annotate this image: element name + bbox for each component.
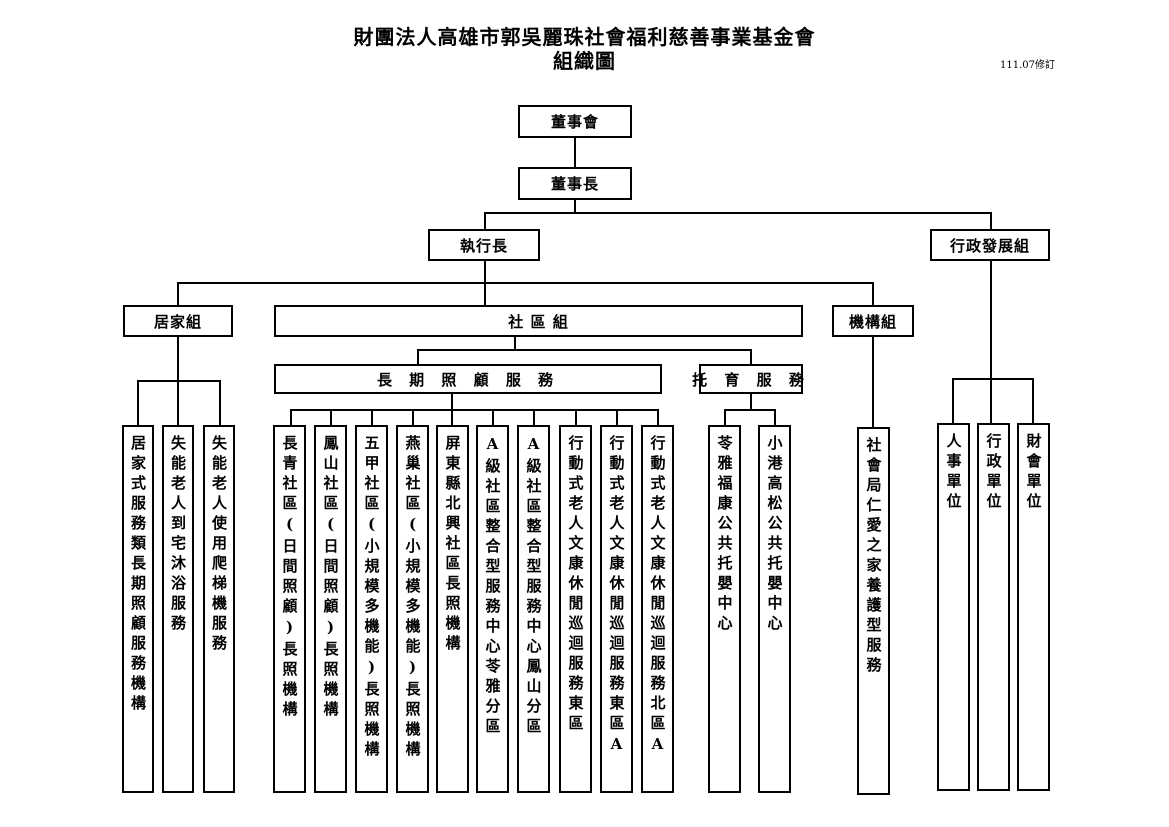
unit-box-ltc-10: 行動式老人文康休閒巡迴服務北區A <box>641 425 674 793</box>
unit-box-childcare-2: 小港高松公共托嬰中心 <box>758 425 791 793</box>
chairman-label: 董事長 <box>550 175 599 193</box>
unit-box-ltc-1: 長青社區(日間照顧)長照機構 <box>273 425 306 793</box>
unit-box-ltc-6: A級社區整合型服務中心苓雅分區 <box>476 425 509 793</box>
unit-label: 人事單位 <box>944 433 963 513</box>
board-box: 董事會 <box>518 105 632 138</box>
ceo-box: 執行長 <box>428 229 540 261</box>
unit-label: 失能老人使用爬梯機服務 <box>210 435 228 655</box>
community-group-box: 社 區 組 <box>274 305 803 337</box>
unit-label: 財會單位 <box>1024 433 1043 513</box>
home-group-box: 居家組 <box>123 305 233 337</box>
unit-label: 行動式老人文康休閒巡迴服務北區A <box>648 435 667 758</box>
unit-box-ltc-2: 鳳山社區(日間照顧)長照機構 <box>314 425 347 793</box>
unit-label: 鳳山社區(日間照顧)長照機構 <box>321 435 340 721</box>
unit-box-admin-3: 財會單位 <box>1017 423 1050 791</box>
unit-label: A級社區整合型服務中心苓雅分區 <box>483 435 502 738</box>
unit-label: 小港高松公共托嬰中心 <box>765 435 784 635</box>
unit-label: 行政單位 <box>984 433 1003 513</box>
org-subtitle: 組織圖 <box>553 49 616 73</box>
unit-label: 行動式老人文康休閒巡迴服務東區 <box>566 435 585 735</box>
unit-box-ltc-9: 行動式老人文康休閒巡迴服務東區A <box>600 425 633 793</box>
unit-label: 屏東縣北興社區長照機構 <box>443 435 462 655</box>
unit-label: 長青社區(日間照顧)長照機構 <box>280 435 299 721</box>
unit-box-home-2: 失能老人到宅沐浴服務 <box>162 425 194 793</box>
board-label: 董事會 <box>550 113 599 131</box>
community-group-label: 社 區 組 <box>508 312 569 331</box>
childcare-services-box: 托 育 服 務 <box>692 364 804 394</box>
unit-label: 苓雅福康公共托嬰中心 <box>715 435 734 635</box>
revision-note: 111.07修訂 <box>1000 60 1055 71</box>
unit-label: 失能老人到宅沐浴服務 <box>169 435 187 635</box>
institution-group-label: 機構組 <box>848 312 897 331</box>
home-group-label: 居家組 <box>153 312 202 331</box>
unit-label: 燕巢社區(小規模多機能)長照機構 <box>403 435 422 761</box>
unit-box-ltc-4: 燕巢社區(小規模多機能)長照機構 <box>396 425 429 793</box>
org-title: 財團法人高雄市郭吳麗珠社會福利慈善事業基金會 <box>353 25 816 49</box>
unit-box-ltc-7: A級社區整合型服務中心鳳山分區 <box>517 425 550 793</box>
admin-dev-group-box: 行政發展組 <box>930 229 1050 261</box>
childcare-services-label: 托 育 服 務 <box>692 370 810 389</box>
unit-label: 社會局仁愛之家養護型服務 <box>864 437 883 677</box>
admin-dev-group-label: 行政發展組 <box>949 236 1030 255</box>
unit-box-home-1: 居家式服務類長期照顧服務機構 <box>122 425 154 793</box>
unit-box-ltc-8: 行動式老人文康休閒巡迴服務東區 <box>559 425 592 793</box>
unit-label: 行動式老人文康休閒巡迴服務東區A <box>607 435 626 758</box>
unit-box-admin-1: 人事單位 <box>937 423 970 791</box>
unit-box-ltc-5: 屏東縣北興社區長照機構 <box>436 425 469 793</box>
unit-box-home-3: 失能老人使用爬梯機服務 <box>203 425 235 793</box>
chairman-box: 董事長 <box>518 167 632 200</box>
ltc-services-label: 長 期 照 顧 服 務 <box>376 370 560 389</box>
unit-label: A級社區整合型服務中心鳳山分區 <box>524 435 543 738</box>
institution-group-box: 機構組 <box>832 305 914 337</box>
unit-label: 五甲社區(小規模多機能)長照機構 <box>362 435 381 761</box>
unit-label: 居家式服務類長期照顧服務機構 <box>129 435 147 715</box>
unit-box-ltc-3: 五甲社區(小規模多機能)長照機構 <box>355 425 388 793</box>
ceo-label: 執行長 <box>459 236 508 255</box>
unit-box-childcare-1: 苓雅福康公共托嬰中心 <box>708 425 741 793</box>
unit-box-institution-1: 社會局仁愛之家養護型服務 <box>857 427 890 795</box>
ltc-services-box: 長 期 照 顧 服 務 <box>274 364 662 394</box>
unit-box-admin-2: 行政單位 <box>977 423 1010 791</box>
